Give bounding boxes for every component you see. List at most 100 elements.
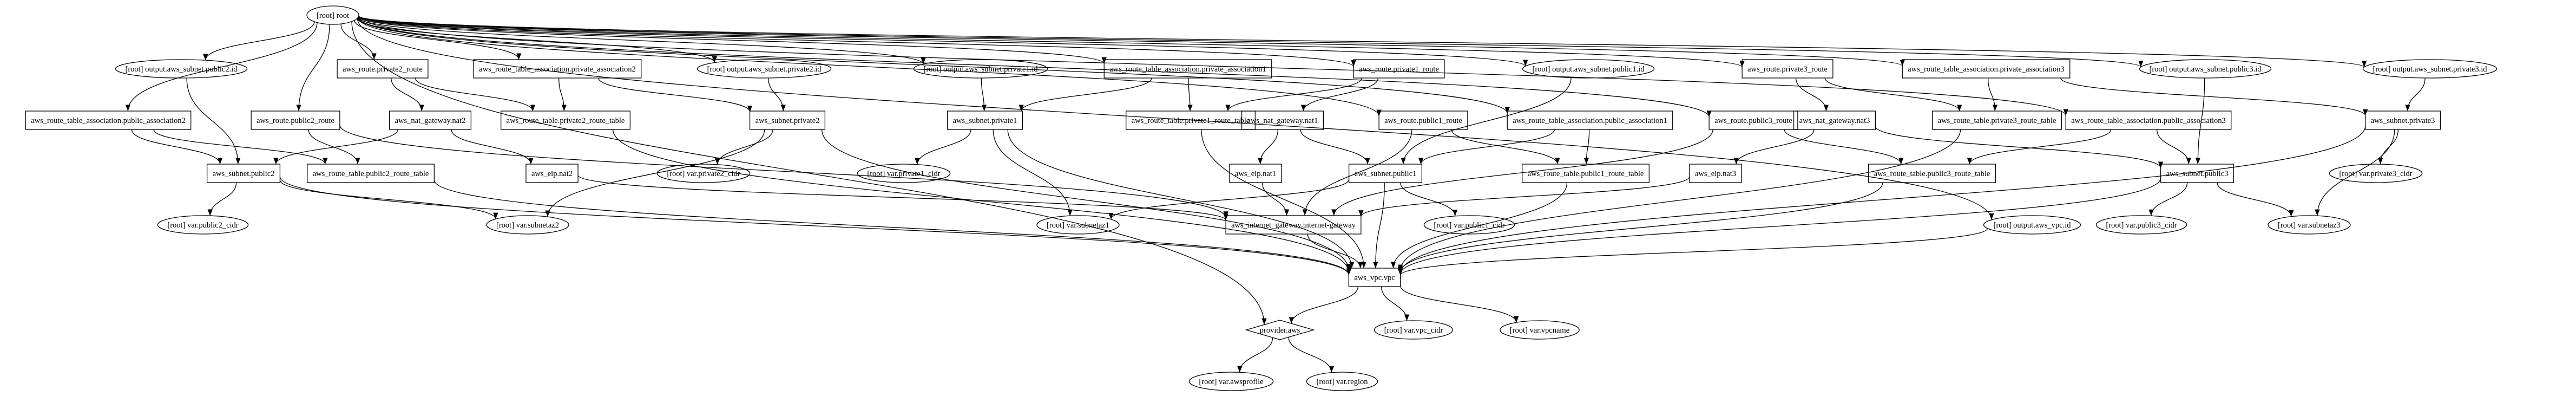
node-label: aws_route_table.private3_route_table bbox=[1938, 116, 2056, 125]
node-label: [root] var.subnetaz3 bbox=[2278, 221, 2341, 230]
graph-node: aws_nat_gateway.nat3 bbox=[1793, 111, 1876, 130]
node-label: [root] root bbox=[317, 11, 349, 20]
graph-edge bbox=[279, 180, 498, 219]
node-ellipse bbox=[2362, 59, 2498, 79]
node-label: [root] output.aws_subnet.private2.id bbox=[707, 65, 822, 74]
graph-node: aws_route_table.private3_route_table bbox=[1932, 111, 2062, 130]
node-label: provider.aws bbox=[1260, 326, 1300, 335]
graph-edge bbox=[1987, 77, 1998, 112]
node-box bbox=[1126, 111, 1256, 130]
graph-edge bbox=[1289, 286, 1358, 324]
graph-edge bbox=[1237, 337, 1273, 373]
graph-edge bbox=[1451, 129, 1560, 165]
graph-node: aws_internet_gateway.internet-gateway bbox=[1225, 215, 1362, 235]
node-ellipse bbox=[115, 59, 248, 79]
node-label: [root] var.vpcname bbox=[1510, 326, 1569, 335]
graph-edge bbox=[545, 129, 765, 217]
node-label: [root] var.public3_cidr bbox=[2106, 221, 2177, 230]
node-box bbox=[206, 164, 281, 183]
node-ellipse bbox=[1036, 215, 1120, 235]
graph-node: aws_route_table.public1_route_table bbox=[1522, 164, 1650, 183]
node-label: aws_subnet.public3 bbox=[2166, 170, 2229, 178]
graph-edge bbox=[1300, 129, 1370, 165]
graph-node: aws_route_table.public2_route_table bbox=[307, 164, 435, 183]
node-label: [root] output.aws_subnet.public1.id bbox=[1532, 65, 1645, 74]
graph-edge bbox=[358, 15, 2143, 68]
node-label: [root] var.subnetaz2 bbox=[496, 221, 559, 230]
graph-edge bbox=[358, 16, 1107, 64]
node-diamond bbox=[1245, 320, 1315, 340]
node-ellipse bbox=[1306, 372, 1378, 391]
graph-node: aws_eip.nat2 bbox=[525, 164, 579, 183]
graph-node: [root] var.private1_cidr bbox=[857, 164, 951, 183]
graph-edge bbox=[357, 18, 1994, 220]
node-box bbox=[1103, 59, 1272, 79]
graph-edge bbox=[1418, 129, 1555, 165]
graph-edge bbox=[358, 16, 2068, 116]
node-label: aws_route.public1_route bbox=[1384, 116, 1462, 125]
graph-node: aws_subnet.private1 bbox=[947, 111, 1023, 130]
graph-node: aws_vpc.vpc bbox=[1348, 268, 1401, 287]
node-label: [root] var.public2_cidr bbox=[167, 221, 238, 230]
graph-node: [root] var.vpcname bbox=[1500, 320, 1580, 340]
graph-edge bbox=[1390, 182, 1568, 269]
graph-edge bbox=[1358, 176, 1690, 217]
graph-edge bbox=[308, 129, 360, 165]
graph-edge bbox=[1373, 182, 1385, 269]
node-label: aws_subnet.private1 bbox=[953, 116, 1017, 125]
graph-edge bbox=[1300, 77, 1379, 112]
node-label: [root] var.awsprofile bbox=[1199, 378, 1263, 386]
node-box bbox=[1932, 111, 2062, 130]
node-ellipse bbox=[306, 5, 359, 25]
graph-edge bbox=[433, 180, 1351, 275]
graph-edge bbox=[1398, 228, 1988, 276]
graph-node: aws_route.private2_route bbox=[337, 59, 429, 79]
node-box bbox=[1902, 59, 2071, 79]
graph-edge bbox=[273, 129, 398, 165]
graph-edge bbox=[358, 17, 926, 64]
node-box bbox=[1742, 59, 1834, 79]
node-label: [root] var.private2_cidr bbox=[667, 170, 740, 178]
graph-node: [root] var.region bbox=[1306, 372, 1378, 391]
graph-node: aws_route_table_association.private_asso… bbox=[1103, 59, 1272, 79]
node-label: aws_route.public3_route bbox=[1714, 116, 1792, 125]
graph-node: [root] var.private3_cidr bbox=[2329, 164, 2423, 183]
node-box bbox=[1507, 111, 1673, 130]
graph-edge bbox=[358, 16, 1528, 67]
graph-node: [root] var.public3_cidr bbox=[2095, 215, 2187, 235]
graph-node: [root] var.subnetaz3 bbox=[2268, 215, 2351, 235]
graph-edge bbox=[2315, 129, 2395, 216]
graph-node: aws_route.public3_route bbox=[1708, 111, 1798, 130]
graph-edge bbox=[1398, 126, 2366, 274]
node-label: aws_route_table.private1_route_table bbox=[1132, 116, 1250, 125]
node-label: aws_route_table_association.public_assoc… bbox=[1513, 116, 1667, 125]
node-box bbox=[25, 111, 192, 130]
graph-edge bbox=[125, 22, 318, 112]
graph-node: aws_route.public1_route bbox=[1378, 111, 1468, 130]
node-label: [root] var.private1_cidr bbox=[867, 170, 940, 178]
graph-edge bbox=[358, 16, 1356, 67]
node-label: aws_subnet.private2 bbox=[755, 116, 820, 125]
node-label: aws_route_table_association.private_asso… bbox=[1109, 65, 1266, 74]
graph-node: [root] var.awsprofile bbox=[1188, 372, 1274, 391]
graph-node: [root] output.aws_subnet.public2.id bbox=[115, 59, 248, 79]
graph-edge bbox=[598, 77, 753, 112]
graph-edge bbox=[768, 77, 786, 112]
graph-edge bbox=[915, 129, 971, 165]
node-label: [root] output.aws_subnet.public2.id bbox=[125, 65, 238, 74]
graph-node: aws_subnet.public1 bbox=[1348, 164, 1423, 183]
graph-edge bbox=[821, 129, 1351, 271]
node-box bbox=[2364, 111, 2441, 130]
graph-edge bbox=[2060, 77, 2368, 116]
graph-edge bbox=[1258, 129, 1278, 165]
node-label: aws_route.private1_route bbox=[1359, 65, 1439, 74]
node-label: aws_eip.nat1 bbox=[1235, 170, 1276, 178]
node-label: aws_route_table.public3_route_table bbox=[1874, 170, 1990, 178]
node-label: aws_route_table_association.public_assoc… bbox=[2071, 116, 2226, 125]
graph-edge bbox=[1398, 182, 1883, 273]
graph-node: [root] var.vpc_cidr bbox=[1374, 320, 1454, 340]
node-label: aws_internet_gateway.internet-gateway bbox=[1231, 221, 1356, 230]
node-label: aws_route.public2_route bbox=[257, 116, 334, 125]
graph-edge bbox=[339, 125, 1228, 218]
graph-edge bbox=[993, 129, 1073, 216]
